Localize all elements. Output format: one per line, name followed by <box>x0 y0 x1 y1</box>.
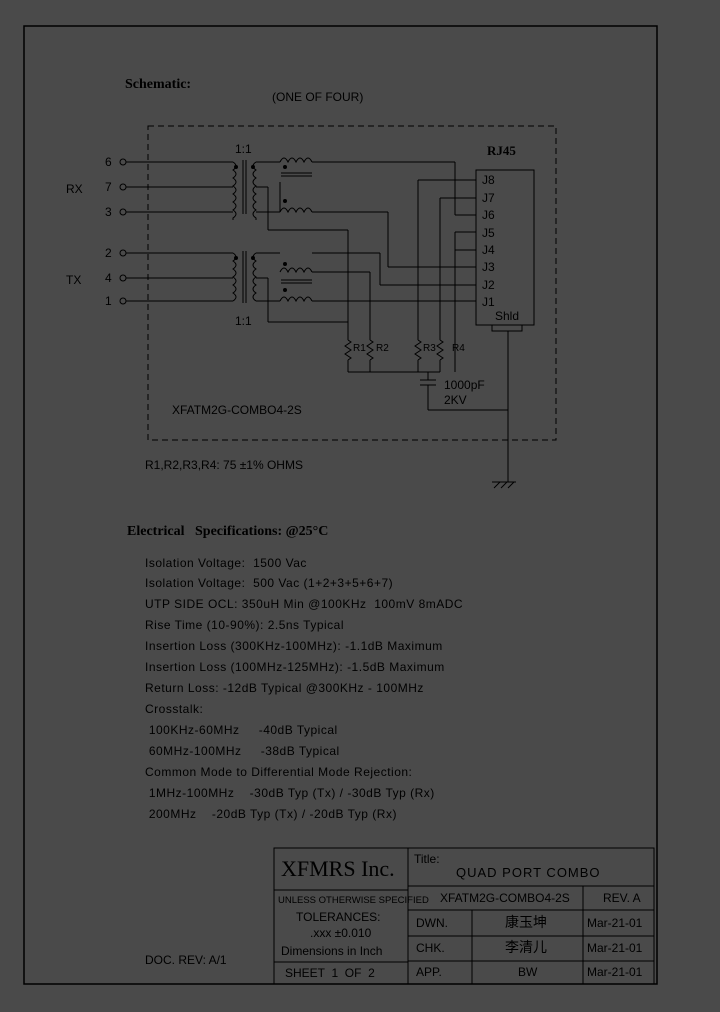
ratio-bottom: 1:1 <box>235 314 252 328</box>
app-label: APP. <box>416 965 442 979</box>
sheet-number: SHEET 1 OF 2 <box>285 966 375 980</box>
dwn-label: DWN. <box>416 916 448 930</box>
rx-pin-7: 7 <box>105 180 112 194</box>
revision: REV. A <box>603 891 641 905</box>
rx-pin-6: 6 <box>105 155 112 169</box>
spec-line: Return Loss: -12dB Typical @300KHz - 100… <box>145 681 424 695</box>
spec-line: 100KHz-60MHz -40dB Typical <box>145 723 338 737</box>
app-date: Mar-21-01 <box>587 965 643 979</box>
tx-pin-1: 1 <box>105 294 112 308</box>
schematic-wiring <box>119 157 535 489</box>
jack-pin-j6: J6 <box>482 208 495 222</box>
dimensions-note: Dimensions in Inch <box>281 944 383 958</box>
jack-pin-j3: J3 <box>482 260 495 274</box>
resistor-r2: R2 <box>376 343 389 354</box>
spec-line: UTP SIDE OCL: 350uH Min @100KHz 100mV 8m… <box>145 597 464 611</box>
doc-revision: DOC. REV: A/1 <box>145 953 227 967</box>
spec-line: Insertion Loss (300KHz-100MHz): -1.1dB M… <box>145 639 443 653</box>
spec-line: Insertion Loss (100MHz-125MHz): -1.5dB M… <box>145 660 445 674</box>
jack-pin-j1: J1 <box>482 295 495 309</box>
spec-line: 200MHz -20dB Typ (Tx) / -20dB Typ (Rx) <box>145 807 397 821</box>
jack-pin-j4: J4 <box>482 243 495 257</box>
tx-pin-2: 2 <box>105 246 112 260</box>
spec-line: Rise Time (10-90%): 2.5ns Typical <box>145 618 345 632</box>
company-name: XFMRS Inc. <box>281 856 395 881</box>
jack-pin-j8: J8 <box>482 173 495 187</box>
schematic-title: Schematic: <box>125 77 192 92</box>
schematic-subtitle: (ONE OF FOUR) <box>272 90 364 104</box>
spec-line: 60MHz-100MHz -38dB Typical <box>145 744 340 758</box>
spec-line: Crosstalk: <box>145 702 204 716</box>
schematic-dashed-box <box>147 125 557 441</box>
spec-line: Isolation Voltage: 1500 Vac <box>145 556 307 570</box>
resistor-r3: R3 <box>423 343 436 354</box>
spec-line: 1MHz-100MHz -30dB Typ (Tx) / -30dB Typ (… <box>145 786 435 800</box>
cap-value: 1000pF <box>444 378 485 392</box>
jack-pin-j5: J5 <box>482 226 495 240</box>
cap-voltage: 2KV <box>444 393 467 407</box>
jack-pin-j2: J2 <box>482 278 495 292</box>
spec-line: Common Mode to Differential Mode Rejecti… <box>145 765 413 779</box>
spec-line: Isolation Voltage: 500 Vac (1+2+3+5+6+7) <box>145 576 394 590</box>
chk-date: Mar-21-01 <box>587 941 643 955</box>
electrical-title: Electrical Specifications: @25°C <box>127 524 329 539</box>
tx-pin-4: 4 <box>105 271 112 285</box>
rx-label: RX <box>66 182 83 196</box>
resistor-r4: R4 <box>452 343 465 354</box>
unless-specified: UNLESS OTHERWISE SPECIFIED <box>278 895 429 906</box>
rj45-label: RJ45 <box>487 143 516 158</box>
title-part-number: XFATM2G-COMBO4-2S <box>440 891 570 905</box>
dwn-date: Mar-21-01 <box>587 916 643 930</box>
chk-label: CHK. <box>416 941 445 955</box>
tolerance-value: .xxx ±0.010 <box>310 926 372 940</box>
title-label: Title: <box>414 852 440 866</box>
resistor-note: R1,R2,R3,R4: 75 ±1% OHMS <box>145 458 303 472</box>
tolerances-label: TOLERANCES: <box>296 910 381 924</box>
jack-pin-j7: J7 <box>482 191 495 205</box>
dwn-signature: 康玉坤 <box>505 914 547 930</box>
rx-pin-3: 3 <box>105 205 112 219</box>
chk-signature: 李清儿 <box>505 939 547 955</box>
title-value: QUAD PORT COMBO <box>456 865 601 880</box>
tx-label: TX <box>66 273 82 287</box>
app-signature: BW <box>518 965 538 979</box>
shield-label: Shld <box>495 309 520 323</box>
ratio-top: 1:1 <box>235 142 252 156</box>
schematic-part-number: XFATM2G-COMBO4-2S <box>172 403 302 417</box>
resistor-r1: R1 <box>353 343 366 354</box>
